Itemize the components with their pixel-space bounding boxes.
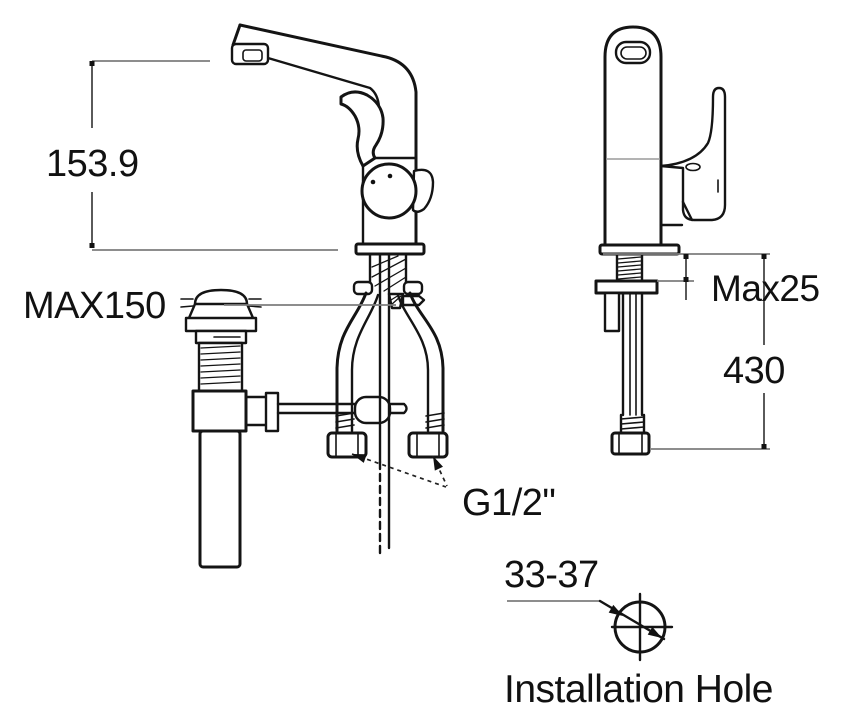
dimension-thread-size: G1/2" [351, 453, 556, 524]
faucet-front-view [594, 25, 727, 456]
faucet-side-view [230, 23, 435, 256]
drain-max-label: MAX150 [23, 285, 166, 327]
hose-end-nut [610, 431, 651, 456]
installation-hole-callout: 33-37 Installation Hole [504, 554, 774, 711]
pop-up-linkage [276, 253, 408, 559]
mounting-stud [603, 291, 621, 333]
thread-size-label: G1/2" [462, 482, 555, 524]
hose-nut-right [407, 431, 449, 459]
linkage-clevis [353, 395, 392, 425]
hole-diameter-label: 33-37 [504, 554, 599, 596]
dimension-spout-height: 153.9 [46, 60, 338, 251]
drain-tailpipe [198, 429, 242, 569]
supply-hose-right [408, 291, 445, 433]
hose-length-label: 430 [723, 350, 785, 392]
mounting-plate [594, 279, 659, 295]
installation-hole-caption: Installation Hole [504, 668, 773, 711]
handle-lever [339, 90, 385, 168]
dimension-deck-max [603, 253, 770, 300]
dimension-hose-length [651, 254, 770, 450]
handle-front [659, 86, 727, 222]
drain-tee [191, 389, 248, 433]
supply-hose-left [335, 291, 368, 433]
side-view-underbody [326, 252, 449, 459]
hose-nut-left [326, 431, 368, 459]
drain-plug [193, 288, 249, 306]
dimension-drain-max: MAX150 [23, 285, 396, 327]
pop-up-drain [180, 288, 280, 569]
handle-ball [360, 162, 418, 220]
spout-height-label: 153.9 [46, 143, 139, 185]
aerator [230, 42, 270, 66]
deck-max-label: Max25 [711, 268, 820, 309]
